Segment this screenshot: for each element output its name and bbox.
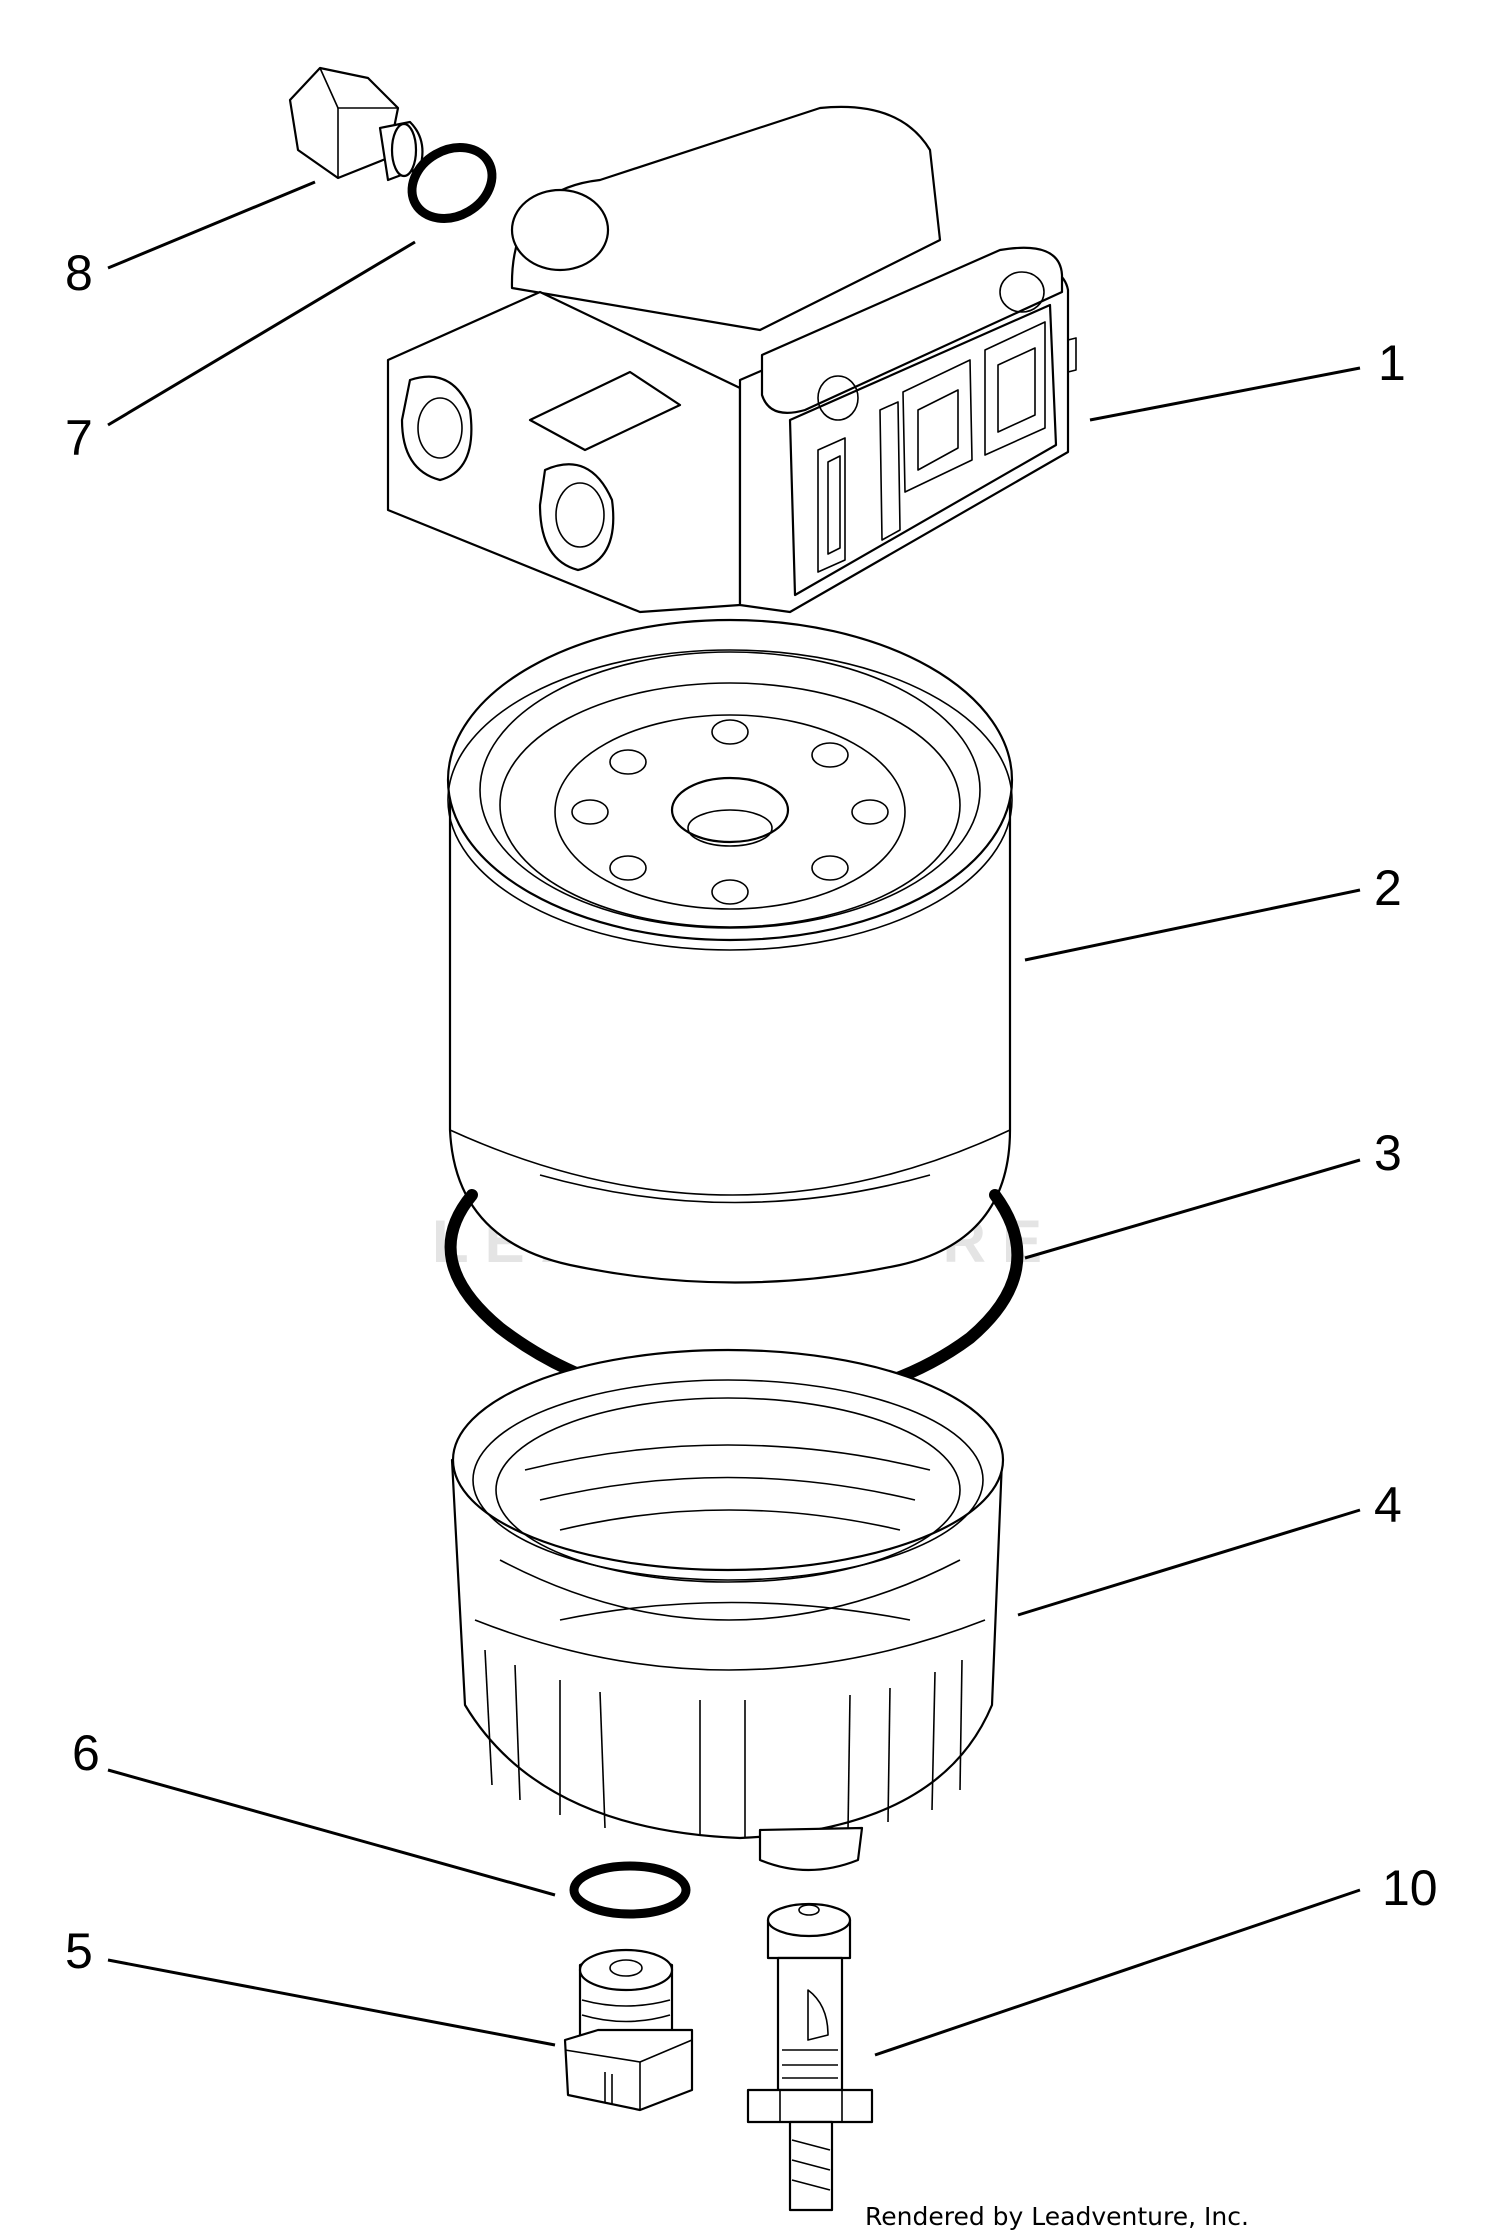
part-6-small-oring [569,1861,691,1919]
callout-6: 6 [72,1725,100,1781]
callout-labels: 1 2 3 4 5 6 7 8 10 [65,245,1438,1979]
leader-6 [107,1768,556,1897]
cartridge-holes [571,719,889,905]
leader-7 [107,240,416,427]
part-4-bowl [450,1348,1005,1872]
callout-1: 1 [1378,335,1406,391]
leader-3 [1024,1158,1361,1260]
callout-7: 7 [65,410,93,466]
part-8-plug [288,66,424,182]
leader-10 [874,1888,1361,2057]
leader-1 [1089,366,1361,422]
part-1-filter-head [386,105,1077,614]
callout-4: 4 [1374,1477,1402,1533]
part-7-oring [407,143,497,223]
callout-5: 5 [65,1923,93,1979]
part-10-drain-valve [746,1902,874,2212]
leader-4 [1017,1508,1361,1617]
callout-3: 3 [1374,1125,1402,1181]
callout-10: 10 [1382,1860,1438,1916]
leader-2 [1024,888,1361,962]
callout-8: 8 [65,245,93,301]
callout-2: 2 [1374,860,1402,916]
leader-lines [107,180,1361,2057]
leader-5 [107,1958,556,2047]
leader-8 [107,180,316,270]
render-credit: Rendered by Leadventure, Inc. [865,2202,1249,2231]
part-5-drain-plug [563,1948,694,2112]
part-2-filter-cartridge [446,618,1014,1284]
